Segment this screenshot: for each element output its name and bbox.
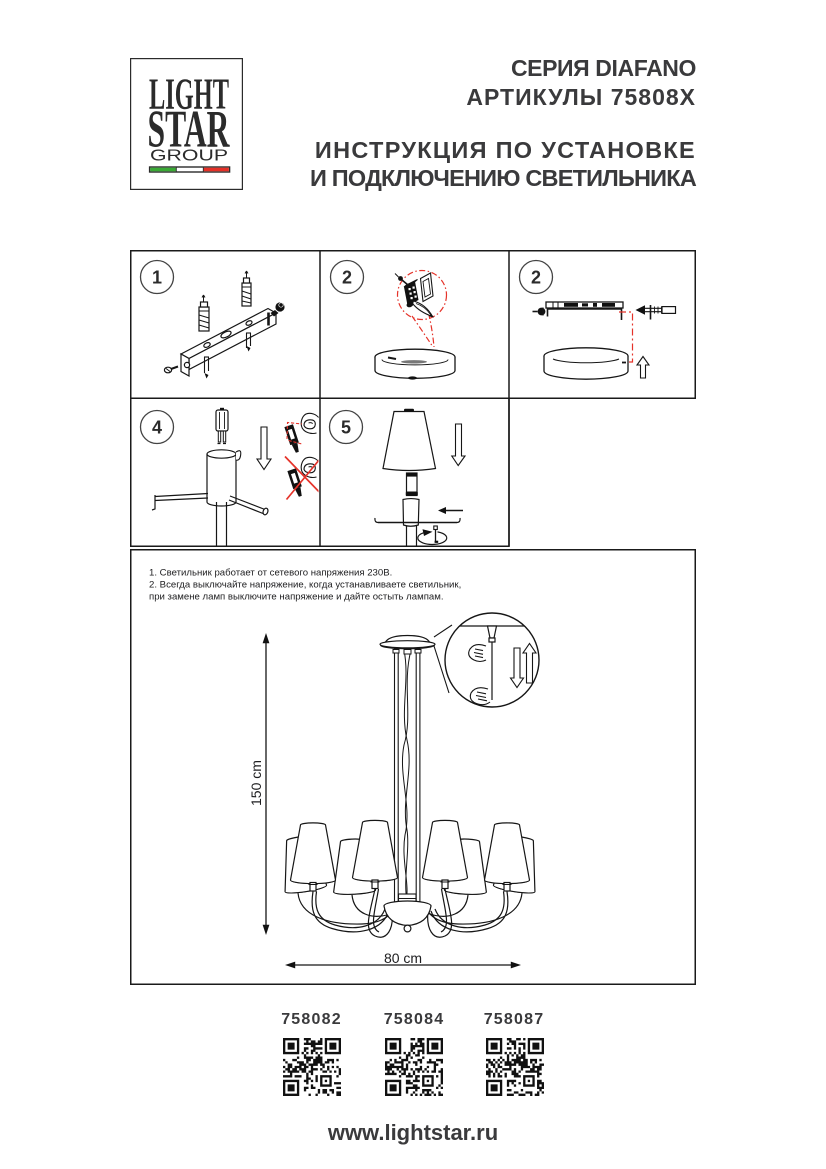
svg-text:80 cm: 80 cm	[384, 950, 422, 966]
svg-text:2: 2	[342, 268, 352, 288]
svg-text:STAR: STAR	[148, 101, 230, 159]
svg-text:4: 4	[152, 418, 162, 438]
svg-text:1. Светильник работает от сете: 1. Светильник работает от сетевого напря…	[149, 568, 392, 579]
svg-text:150 cm: 150 cm	[248, 760, 264, 806]
svg-text:при замене ламп выключите напр: при замене ламп выключите напряжение и д…	[149, 592, 444, 603]
svg-text:1: 1	[152, 268, 162, 288]
svg-text:GROUP: GROUP	[150, 148, 228, 165]
svg-text:LIGHT: LIGHT	[149, 70, 229, 119]
svg-text:2: 2	[531, 268, 541, 288]
svg-text:5: 5	[341, 418, 351, 438]
svg-text:2. Всегда выключайте напряжени: 2. Всегда выключайте напряжение, когда у…	[149, 580, 461, 591]
